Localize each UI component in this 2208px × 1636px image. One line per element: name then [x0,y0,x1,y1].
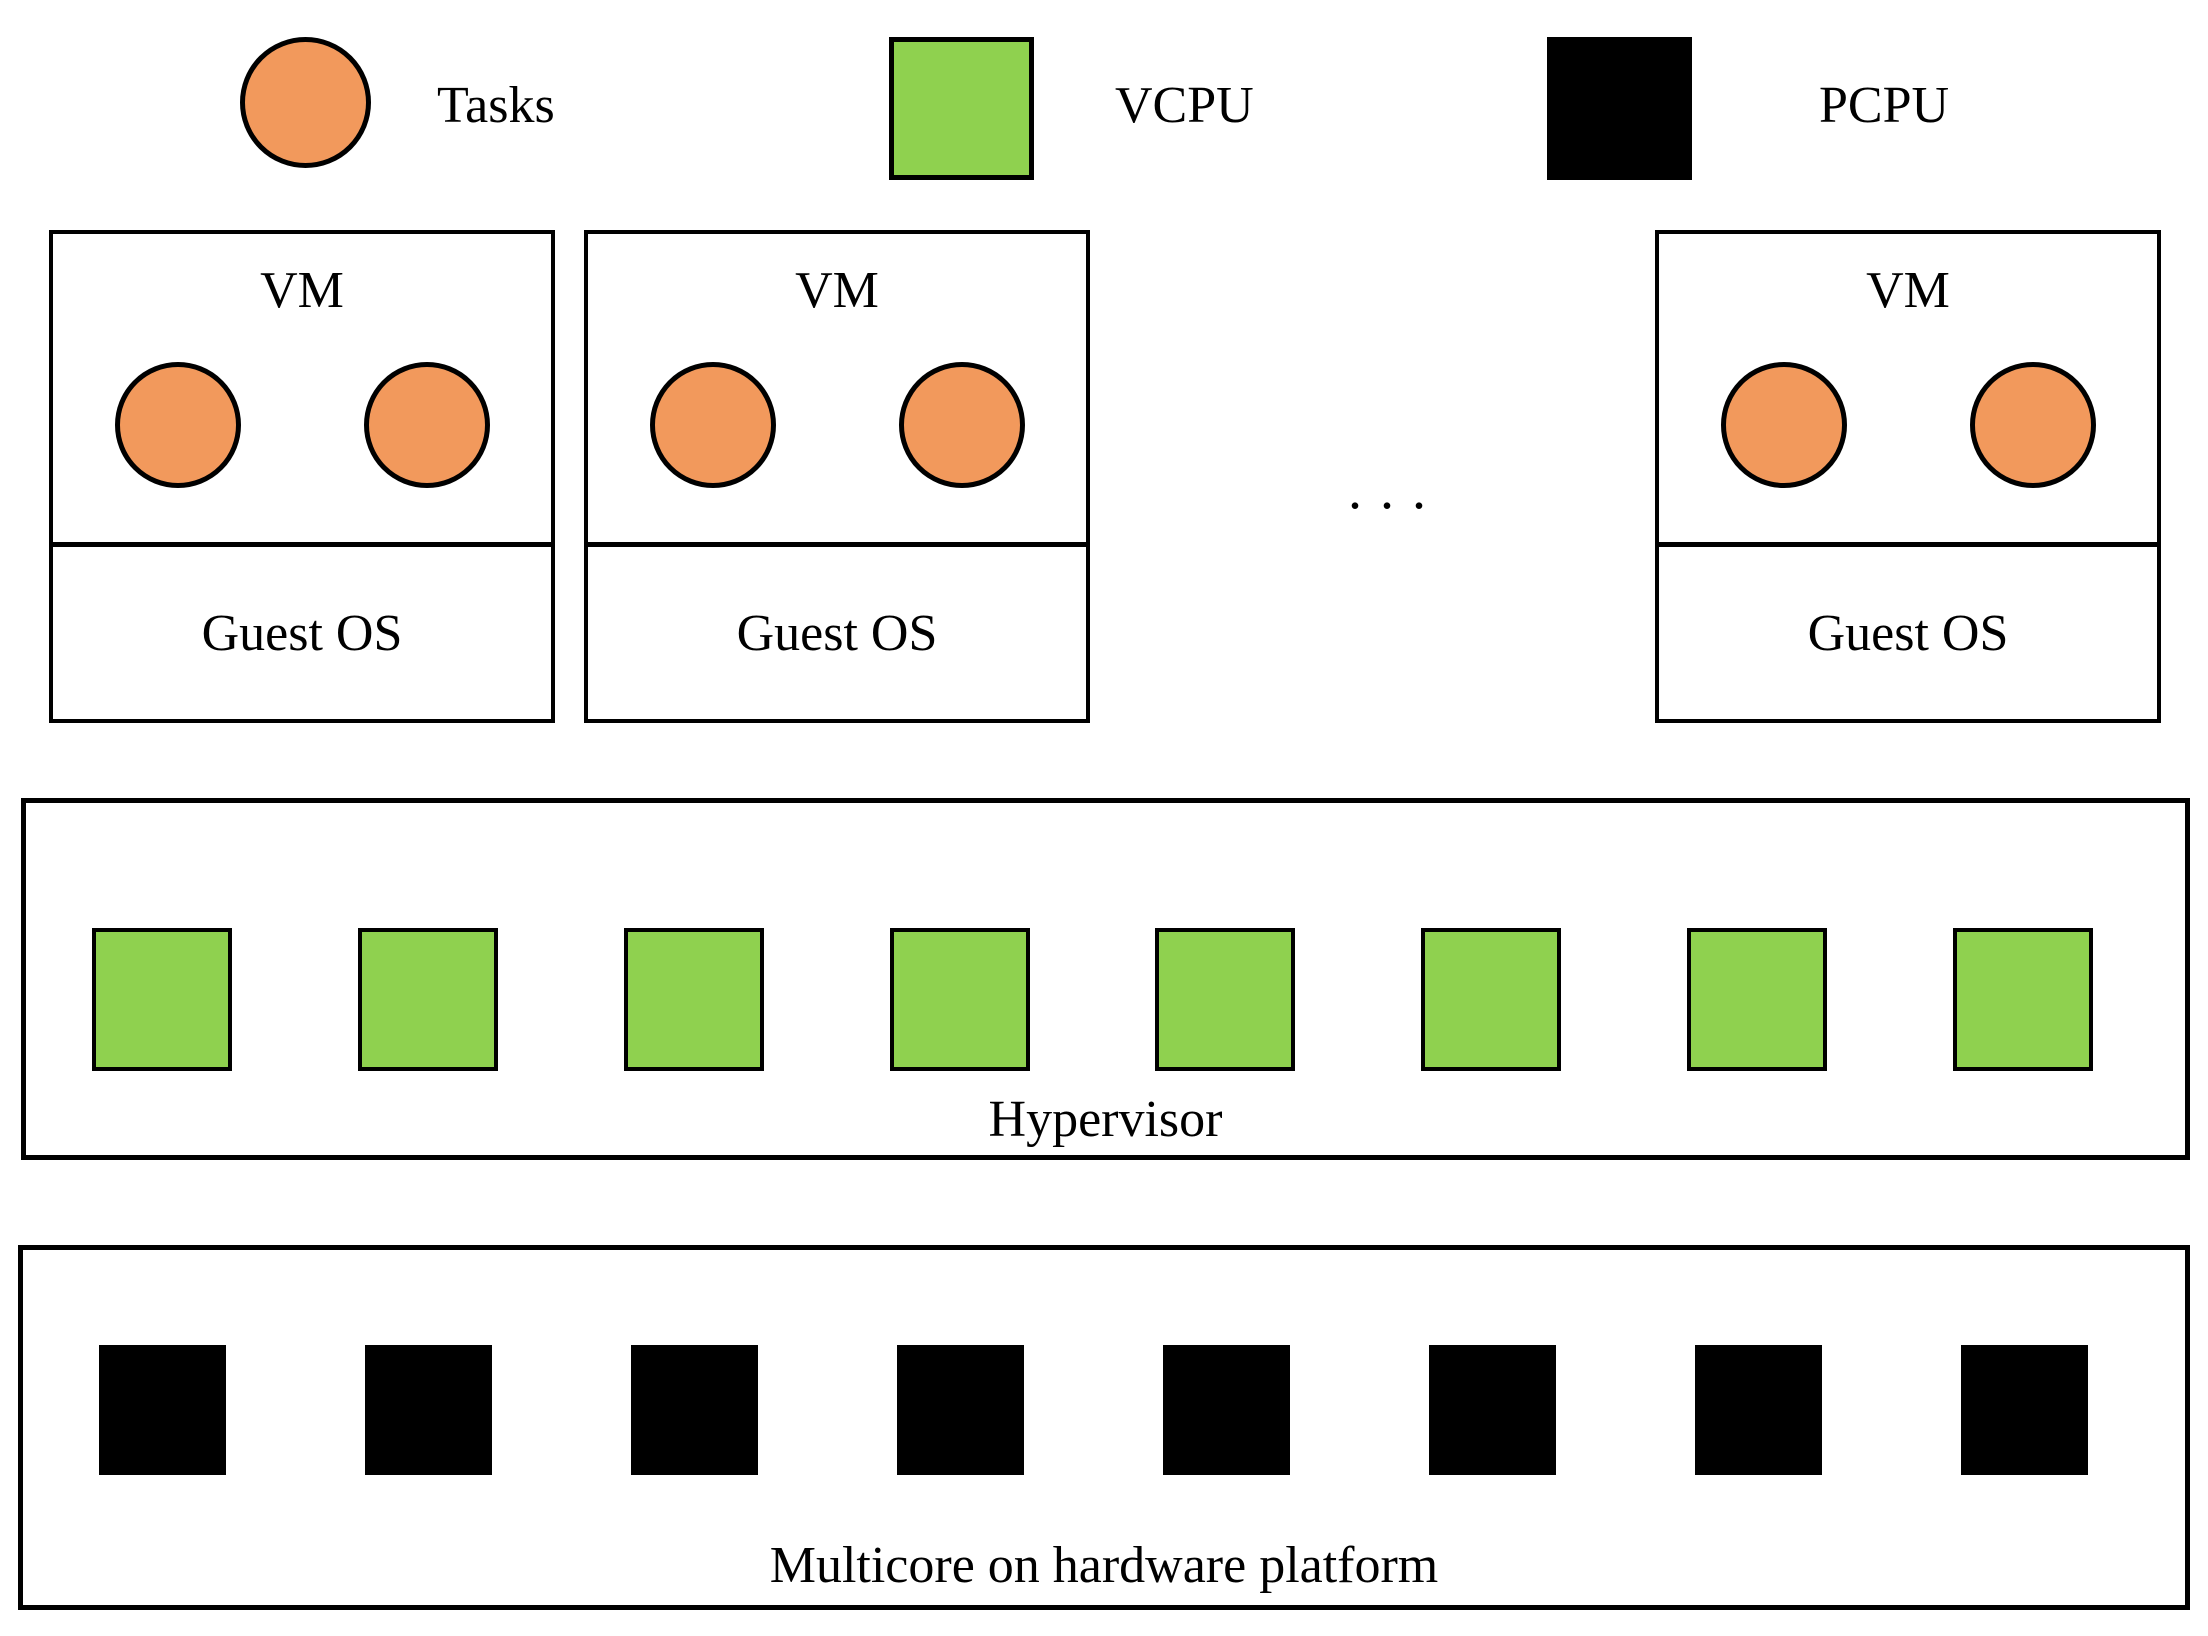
vm-upper-section: VM [53,234,551,547]
vm-task-circles [53,362,551,488]
vcpu-square [357,928,498,1071]
legend-label-tasks: Tasks [437,77,555,134]
pcpu-square [631,1345,758,1475]
task-circle [1969,362,2096,488]
pcpu-square [1695,1345,1822,1475]
legend-label-vcpu: VCPU [1115,77,1254,134]
task-circle [898,362,1025,488]
task-circle-icon [240,37,371,168]
task-circle [649,362,776,488]
pcpu-square [1429,1345,1556,1475]
vm-upper-section: VM [1659,234,2157,547]
vm-upper-section: VM [588,234,1086,547]
task-circle [114,362,241,488]
pcpu-square-icon [1547,37,1692,180]
task-circle [1720,362,1847,488]
vcpu-square [889,928,1030,1071]
vcpu-square [1421,928,1562,1071]
hardware-box: Multicore on hardware platform [18,1245,2190,1610]
hypervisor-box: Hypervisor [21,798,2190,1160]
vm-task-circles [1659,362,2157,488]
vm-title: VM [1866,262,1950,319]
vcpu-square [1155,928,1296,1071]
vcpu-square [623,928,764,1071]
guest-os-section: Guest OS [201,604,403,662]
guest-os-section: Guest OS [736,604,938,662]
vcpu-row [92,928,2093,1071]
vm-box: VM Guest OS [1655,230,2161,723]
vm-box: VM Guest OS [49,230,555,723]
vm-box: VM Guest OS [584,230,1090,723]
hardware-label: Multicore on hardware platform [769,1537,1439,1594]
ellipsis-more-vms: . . . [1348,459,1428,521]
guest-os-section: Guest OS [1807,604,2009,662]
pcpu-square [897,1345,1024,1475]
pcpu-square [365,1345,492,1475]
task-circle [363,362,490,488]
vm-title: VM [795,262,879,319]
legend-label-pcpu: PCPU [1819,77,1950,134]
pcpu-row [99,1345,2088,1475]
vcpu-square [92,928,232,1071]
vcpu-square-icon [889,37,1034,180]
vm-task-circles [588,362,1086,488]
pcpu-square [99,1345,226,1475]
hypervisor-label: Hypervisor [988,1091,1223,1148]
pcpu-square [1961,1345,2088,1475]
vcpu-square [1952,928,2093,1071]
vcpu-square [1687,928,1828,1071]
vm-title: VM [260,262,344,319]
pcpu-square [1163,1345,1290,1475]
